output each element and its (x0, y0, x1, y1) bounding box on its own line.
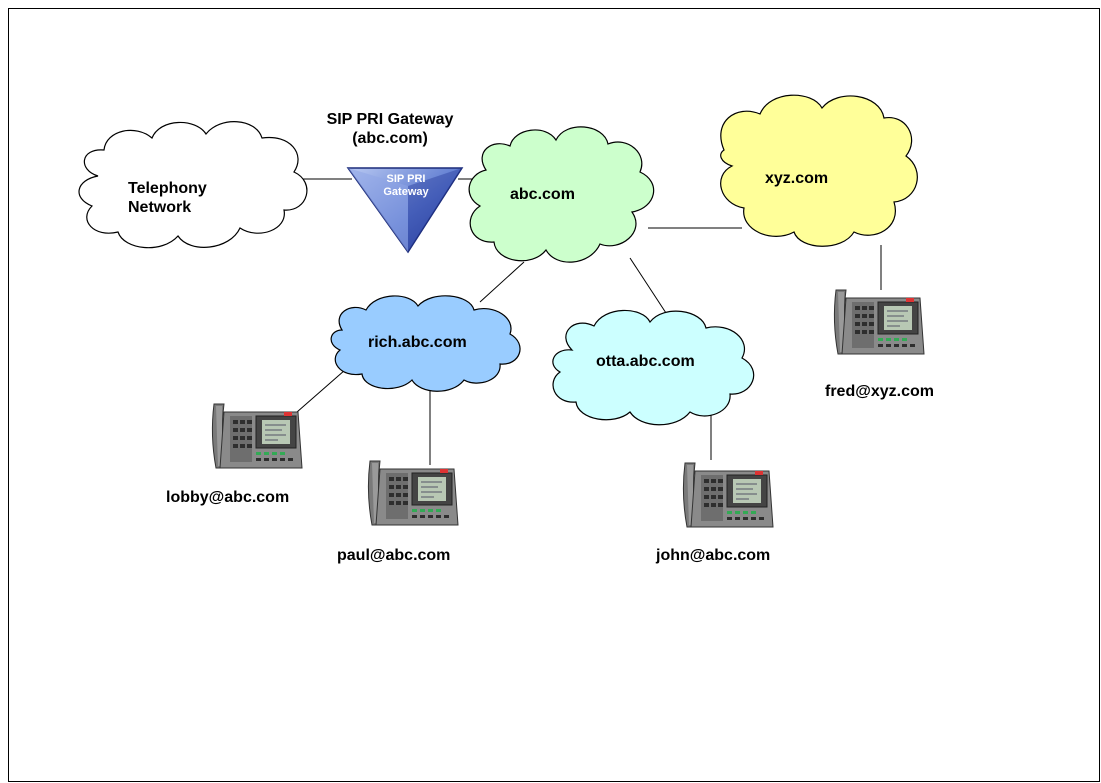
telephony-cloud (78, 121, 308, 249)
otta-cloud-label: otta.abc.com (596, 353, 695, 370)
gateway-title-line2: (abc.com) (352, 130, 428, 147)
phone-label-lobby: lobby@abc.com (166, 489, 290, 506)
phone-paul-icon (367, 460, 459, 526)
gateway-icon-label-line2: Gateway (383, 186, 429, 198)
phone-label-john: john@abc.com (656, 547, 771, 564)
xyz-cloud (720, 94, 918, 247)
connection-lines (296, 178, 882, 465)
gateway-icon-label-line1: SIP PRI (386, 173, 426, 185)
abc-cloud (468, 126, 655, 263)
telephony-label-line2: Network (128, 199, 192, 216)
diagram-frame (8, 8, 1100, 782)
sip-pri-gateway-icon (346, 167, 464, 254)
gateway-title: SIP PRI Gateway (abc.com) (300, 110, 480, 148)
telephony-label-line1: Telephony (128, 180, 207, 197)
phone-label-paul: paul@abc.com (337, 547, 451, 564)
otta-cloud (552, 309, 755, 426)
gateway-title-line1: SIP PRI Gateway (326, 111, 454, 128)
rich-cloud (330, 295, 521, 392)
rich-cloud-label: rich.abc.com (368, 334, 467, 351)
line-abc-rich (479, 261, 525, 303)
phone-lobby-icon (211, 403, 303, 469)
gateway-icon-label: SIP PRI Gateway (365, 173, 447, 199)
telephony-network-label: Telephony Network (128, 179, 207, 217)
phone-fred-icon (833, 289, 925, 355)
line-rich-lobby (296, 369, 346, 413)
phone-label-fred: fred@xyz.com (825, 383, 934, 400)
abc-cloud-label: abc.com (510, 186, 575, 203)
xyz-cloud-label: xyz.com (765, 170, 829, 187)
line-abc-otta (629, 257, 667, 314)
phone-john-icon (682, 462, 774, 528)
